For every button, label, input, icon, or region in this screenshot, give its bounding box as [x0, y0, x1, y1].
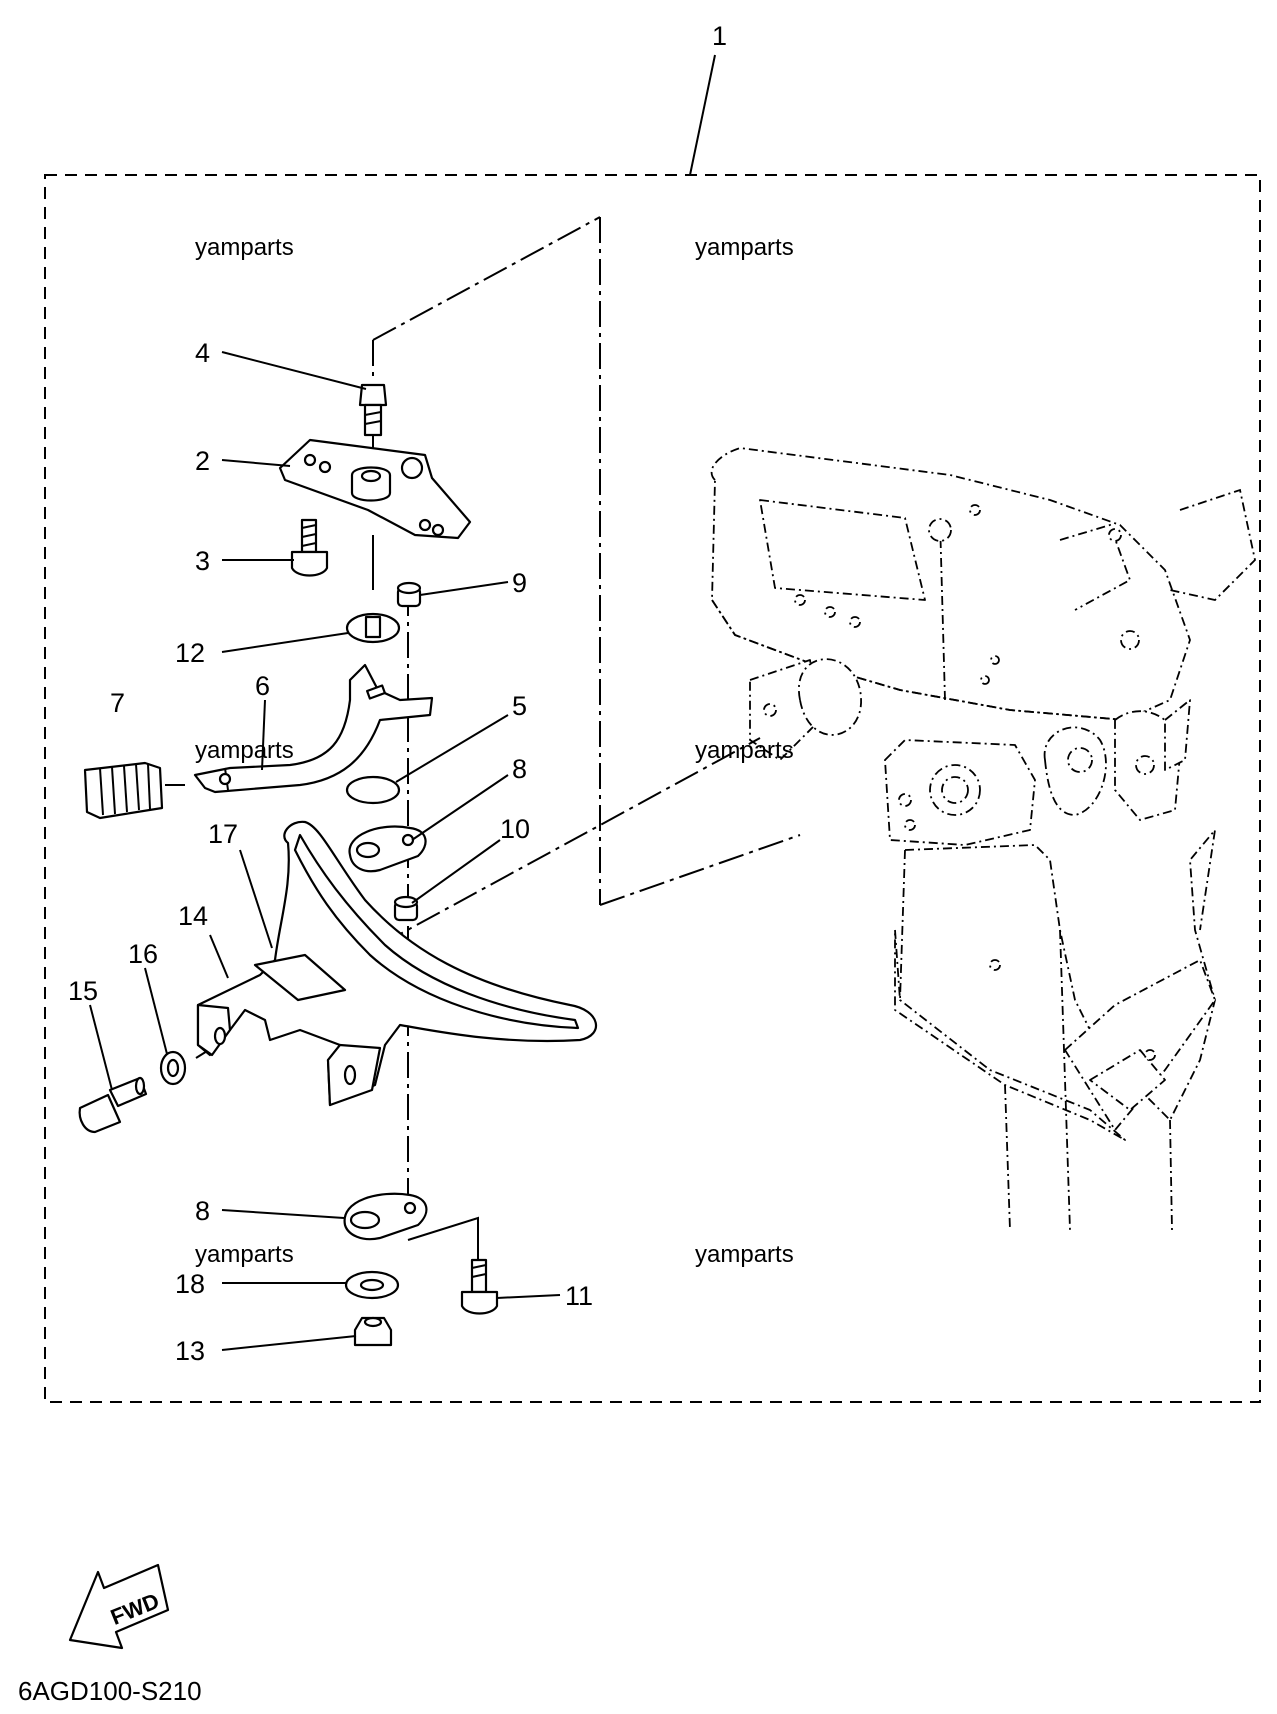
callout-8-lower: 8	[195, 1196, 210, 1226]
part-5-washer	[345, 775, 401, 805]
part-7-grip	[83, 761, 164, 820]
callout-7: 7	[110, 688, 125, 718]
part-3-bolt	[290, 518, 329, 577]
part-4-screw	[358, 383, 388, 437]
part-12-washer	[345, 612, 401, 644]
callout-15: 15	[68, 976, 98, 1006]
part-14-bracket	[196, 820, 598, 1107]
watermark-top-left: yamparts	[195, 234, 294, 261]
callout-14: 14	[178, 901, 208, 931]
callout-12: 12	[175, 638, 205, 668]
callout-8-upper: 8	[512, 754, 527, 784]
watermarks: yamparts yamparts yamparts yamparts yamp…	[195, 234, 794, 1268]
fwd-arrow-icon: FWD	[68, 1563, 170, 1650]
callout-17: 17	[208, 819, 238, 849]
part-8-nut-plate-upper	[348, 825, 427, 873]
callout-18: 18	[175, 1269, 205, 1299]
assembly-boundary	[44, 174, 1261, 1403]
part-15-bolt	[78, 1076, 148, 1134]
callout-10: 10	[500, 814, 530, 844]
callout-numbers: 1 4 2 3 9 12 6 7 5 8 17 10 14 16 15 8 18…	[68, 21, 727, 1366]
callout-11: 11	[565, 1281, 593, 1311]
part-16-washer	[159, 1050, 187, 1086]
part-8-nut-plate-lower	[343, 1192, 428, 1241]
callout-leaders	[89, 54, 716, 1351]
watermark-mid-left: yamparts	[195, 737, 294, 764]
watermark-mid-right: yamparts	[695, 737, 794, 764]
callout-4: 4	[195, 338, 210, 368]
part-18-washer	[344, 1270, 400, 1300]
part-13-nut	[353, 1316, 393, 1347]
callout-1: 1	[712, 21, 727, 51]
part-10-collar	[393, 895, 419, 922]
callout-16: 16	[128, 939, 158, 969]
watermark-bottom-left: yamparts	[195, 1241, 294, 1268]
part-6-lever	[193, 663, 434, 794]
watermark-top-right: yamparts	[695, 234, 794, 261]
callout-6: 6	[255, 671, 270, 701]
callout-13: 13	[175, 1336, 205, 1366]
callout-3: 3	[195, 546, 210, 576]
watermark-bottom-right: yamparts	[695, 1241, 794, 1268]
callout-9: 9	[512, 568, 527, 598]
callout-2: 2	[195, 446, 210, 476]
callout-5: 5	[512, 691, 527, 721]
part-11-bolt	[460, 1258, 499, 1315]
swivel-bracket-phantom	[710, 447, 1256, 1231]
part-2-plate	[278, 438, 472, 540]
part-9-collar	[396, 581, 422, 608]
diagram-code: 6AGD100-S210	[18, 1676, 202, 1706]
